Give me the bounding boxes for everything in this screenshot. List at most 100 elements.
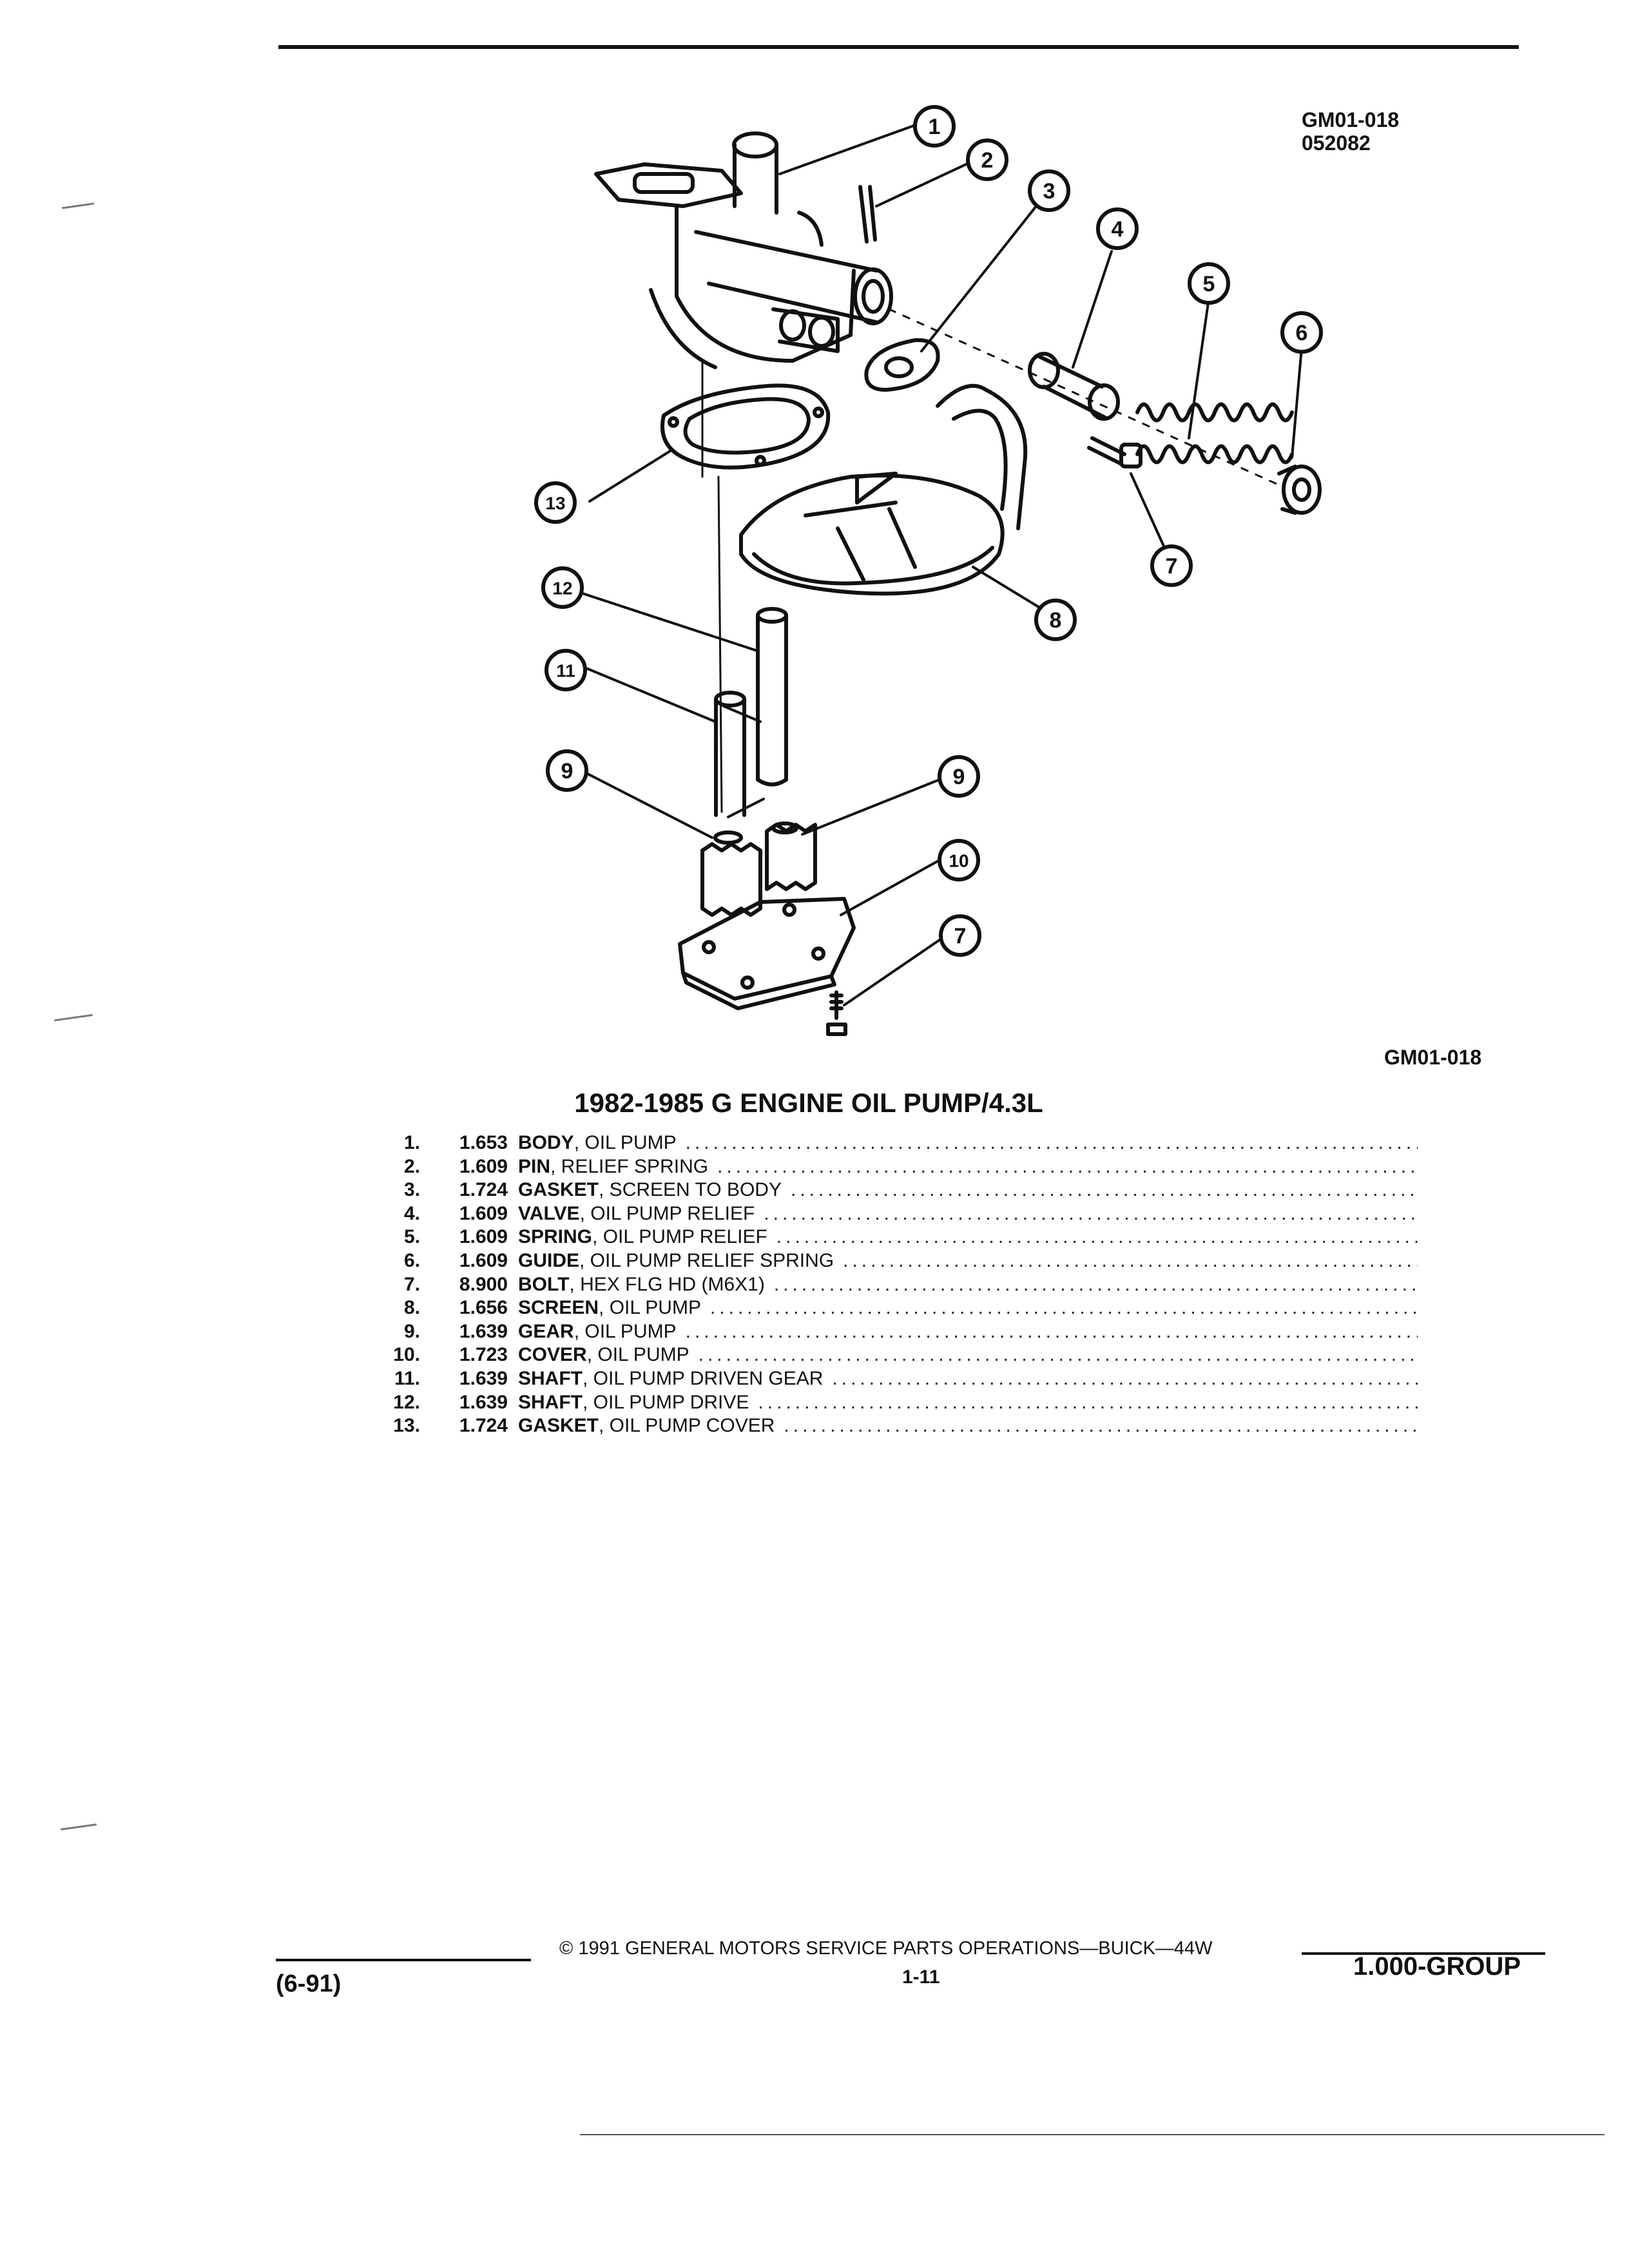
callout-circle-7-lower <box>939 914 981 957</box>
callout-circle-4 <box>1096 207 1139 250</box>
part-5-spring <box>1135 402 1294 465</box>
part-7-bolt-lower <box>826 990 847 1036</box>
callout-label-1: 1 <box>929 115 941 139</box>
diagram-number: 052082 <box>1302 131 1371 155</box>
callout-circle-8 <box>1034 599 1077 641</box>
callout-circle-1 <box>913 105 956 148</box>
footer-rule-left <box>276 1959 531 1961</box>
part-row: 6. 1.609 GUIDE , OIL PUMP RELIEF SPRING … <box>361 1249 1418 1273</box>
part-number: 8. <box>403 1297 420 1319</box>
part-description: , HEX FLG HD (M6X1) <box>569 1273 765 1295</box>
part-10-pump-cover <box>678 897 856 1010</box>
footer-rule-right <box>1302 1952 1545 1955</box>
dot-leaders: ........................................… <box>764 1202 1418 1224</box>
part-description: , SCREEN TO BODY <box>599 1179 782 1201</box>
part-description: , OIL PUMP RELIEF <box>592 1226 767 1248</box>
callout-label-9-right: 9 <box>953 765 965 789</box>
part-name: GASKET <box>518 1179 599 1201</box>
part-name: VALVE <box>518 1202 580 1224</box>
callout-label-9-left: 9 <box>561 759 574 783</box>
part-row: 9. 1.639 GEAR , OIL PUMP ...............… <box>361 1320 1418 1344</box>
part-name: GASKET <box>518 1415 599 1437</box>
part-8-screen <box>739 383 1028 596</box>
part-number: 6. <box>403 1249 420 1271</box>
dot-leaders: ........................................… <box>843 1249 1418 1271</box>
callout-label-6: 6 <box>1296 321 1308 345</box>
part-code: 1.653 <box>459 1132 508 1153</box>
callout-circle-13 <box>534 481 577 524</box>
part-row: 4. 1.609 VALVE , OIL PUMP RELIEF .......… <box>361 1202 1418 1226</box>
part-2-pin <box>858 185 877 244</box>
oil-pump-exploded-diagram <box>575 121 1322 1036</box>
part-number: 13. <box>393 1415 420 1437</box>
part-11-driven-shaft <box>714 691 746 817</box>
dot-leaders: ........................................… <box>784 1415 1418 1437</box>
part-6-guide <box>1277 465 1322 515</box>
part-number: 10. <box>393 1344 420 1366</box>
part-name: SPRING <box>518 1226 593 1248</box>
part-9-gears <box>700 822 817 917</box>
part-row: 13. 1.724 GASKET , OIL PUMP COVER ......… <box>361 1414 1418 1438</box>
header-rule <box>278 45 1519 49</box>
diagram-code: GM01-018 <box>1302 108 1400 131</box>
part-name: BOLT <box>518 1273 570 1295</box>
dot-leaders: ........................................… <box>685 1320 1418 1342</box>
dot-leaders: ........................................… <box>709 1297 1418 1319</box>
part-number: 12. <box>393 1391 420 1413</box>
footer-copyright: © 1991 GENERAL MOTORS SERVICE PARTS OPER… <box>559 1938 1213 1959</box>
part-name: PIN <box>518 1155 551 1177</box>
part-number: 4. <box>403 1202 420 1224</box>
callout-circle-5 <box>1188 262 1230 305</box>
part-code: 1.723 <box>459 1344 508 1366</box>
part-row: 11. 1.639 SHAFT , OIL PUMP DRIVEN GEAR .… <box>361 1367 1418 1391</box>
part-name: SHAFT <box>518 1391 583 1413</box>
callout-label-8: 8 <box>1050 608 1062 633</box>
part-row: 10. 1.723 COVER , OIL PUMP .............… <box>361 1343 1418 1367</box>
callout-circle-9-left <box>546 749 588 792</box>
part-name: COVER <box>518 1344 587 1366</box>
part-1-pump-body <box>594 131 893 369</box>
part-code: 1.609 <box>459 1226 508 1248</box>
part-code: 1.639 <box>459 1367 508 1389</box>
part-row: 12. 1.639 SHAFT , OIL PUMP DRIVE .......… <box>361 1391 1418 1415</box>
part-description: , OIL PUMP <box>574 1132 677 1153</box>
part-number: 1. <box>403 1132 420 1153</box>
dot-leaders: ........................................… <box>773 1273 1418 1295</box>
page-title: 1982-1985 G ENGINE OIL PUMP/4.3L <box>574 1088 1043 1118</box>
part-description: , OIL PUMP DRIVE <box>583 1391 749 1413</box>
part-number: 3. <box>403 1179 420 1201</box>
callout-circle-7-upper <box>1150 544 1193 587</box>
part-7-bolt-upper <box>1087 436 1142 468</box>
callout-circle-2 <box>966 139 1008 181</box>
part-row: 8. 1.656 SCREEN , OIL PUMP .............… <box>361 1296 1418 1320</box>
scan-artifact-mark-3 <box>61 1823 97 1831</box>
part-name: GUIDE <box>518 1249 580 1271</box>
part-3-gasket <box>864 338 940 392</box>
part-description: , OIL PUMP <box>599 1297 701 1319</box>
callout-circle-10 <box>938 839 980 881</box>
part-number: 9. <box>403 1320 420 1342</box>
part-code: 1.724 <box>459 1415 508 1437</box>
footer-page-number: 1-11 <box>902 1966 940 1988</box>
part-description: , OIL PUMP RELIEF <box>579 1202 755 1224</box>
part-description: , OIL PUMP RELIEF SPRING <box>579 1249 834 1271</box>
part-code: 1.609 <box>459 1155 508 1177</box>
dot-leaders: ........................................… <box>776 1226 1418 1248</box>
part-name: GEAR <box>518 1320 574 1342</box>
callout-circle-11 <box>545 649 587 691</box>
part-description: , RELIEF SPRING <box>550 1155 709 1177</box>
part-code: 1.609 <box>459 1249 508 1271</box>
part-4-valve <box>1028 352 1120 421</box>
part-code: 1.639 <box>459 1320 508 1342</box>
part-description: , OIL PUMP <box>574 1320 677 1342</box>
part-code: 1.639 <box>459 1391 508 1413</box>
callout-label-13: 13 <box>545 494 565 514</box>
part-row: 2. 1.609 PIN , RELIEF SPRING ...........… <box>361 1155 1418 1179</box>
part-code: 8.900 <box>459 1273 508 1295</box>
dot-leaders: ........................................… <box>758 1391 1418 1413</box>
part-number: 11. <box>394 1367 420 1389</box>
part-13-cover-gasket <box>660 383 831 470</box>
callout-label-5: 5 <box>1203 272 1215 296</box>
callout-circle-6 <box>1280 311 1323 354</box>
part-code: 1.656 <box>459 1297 508 1319</box>
